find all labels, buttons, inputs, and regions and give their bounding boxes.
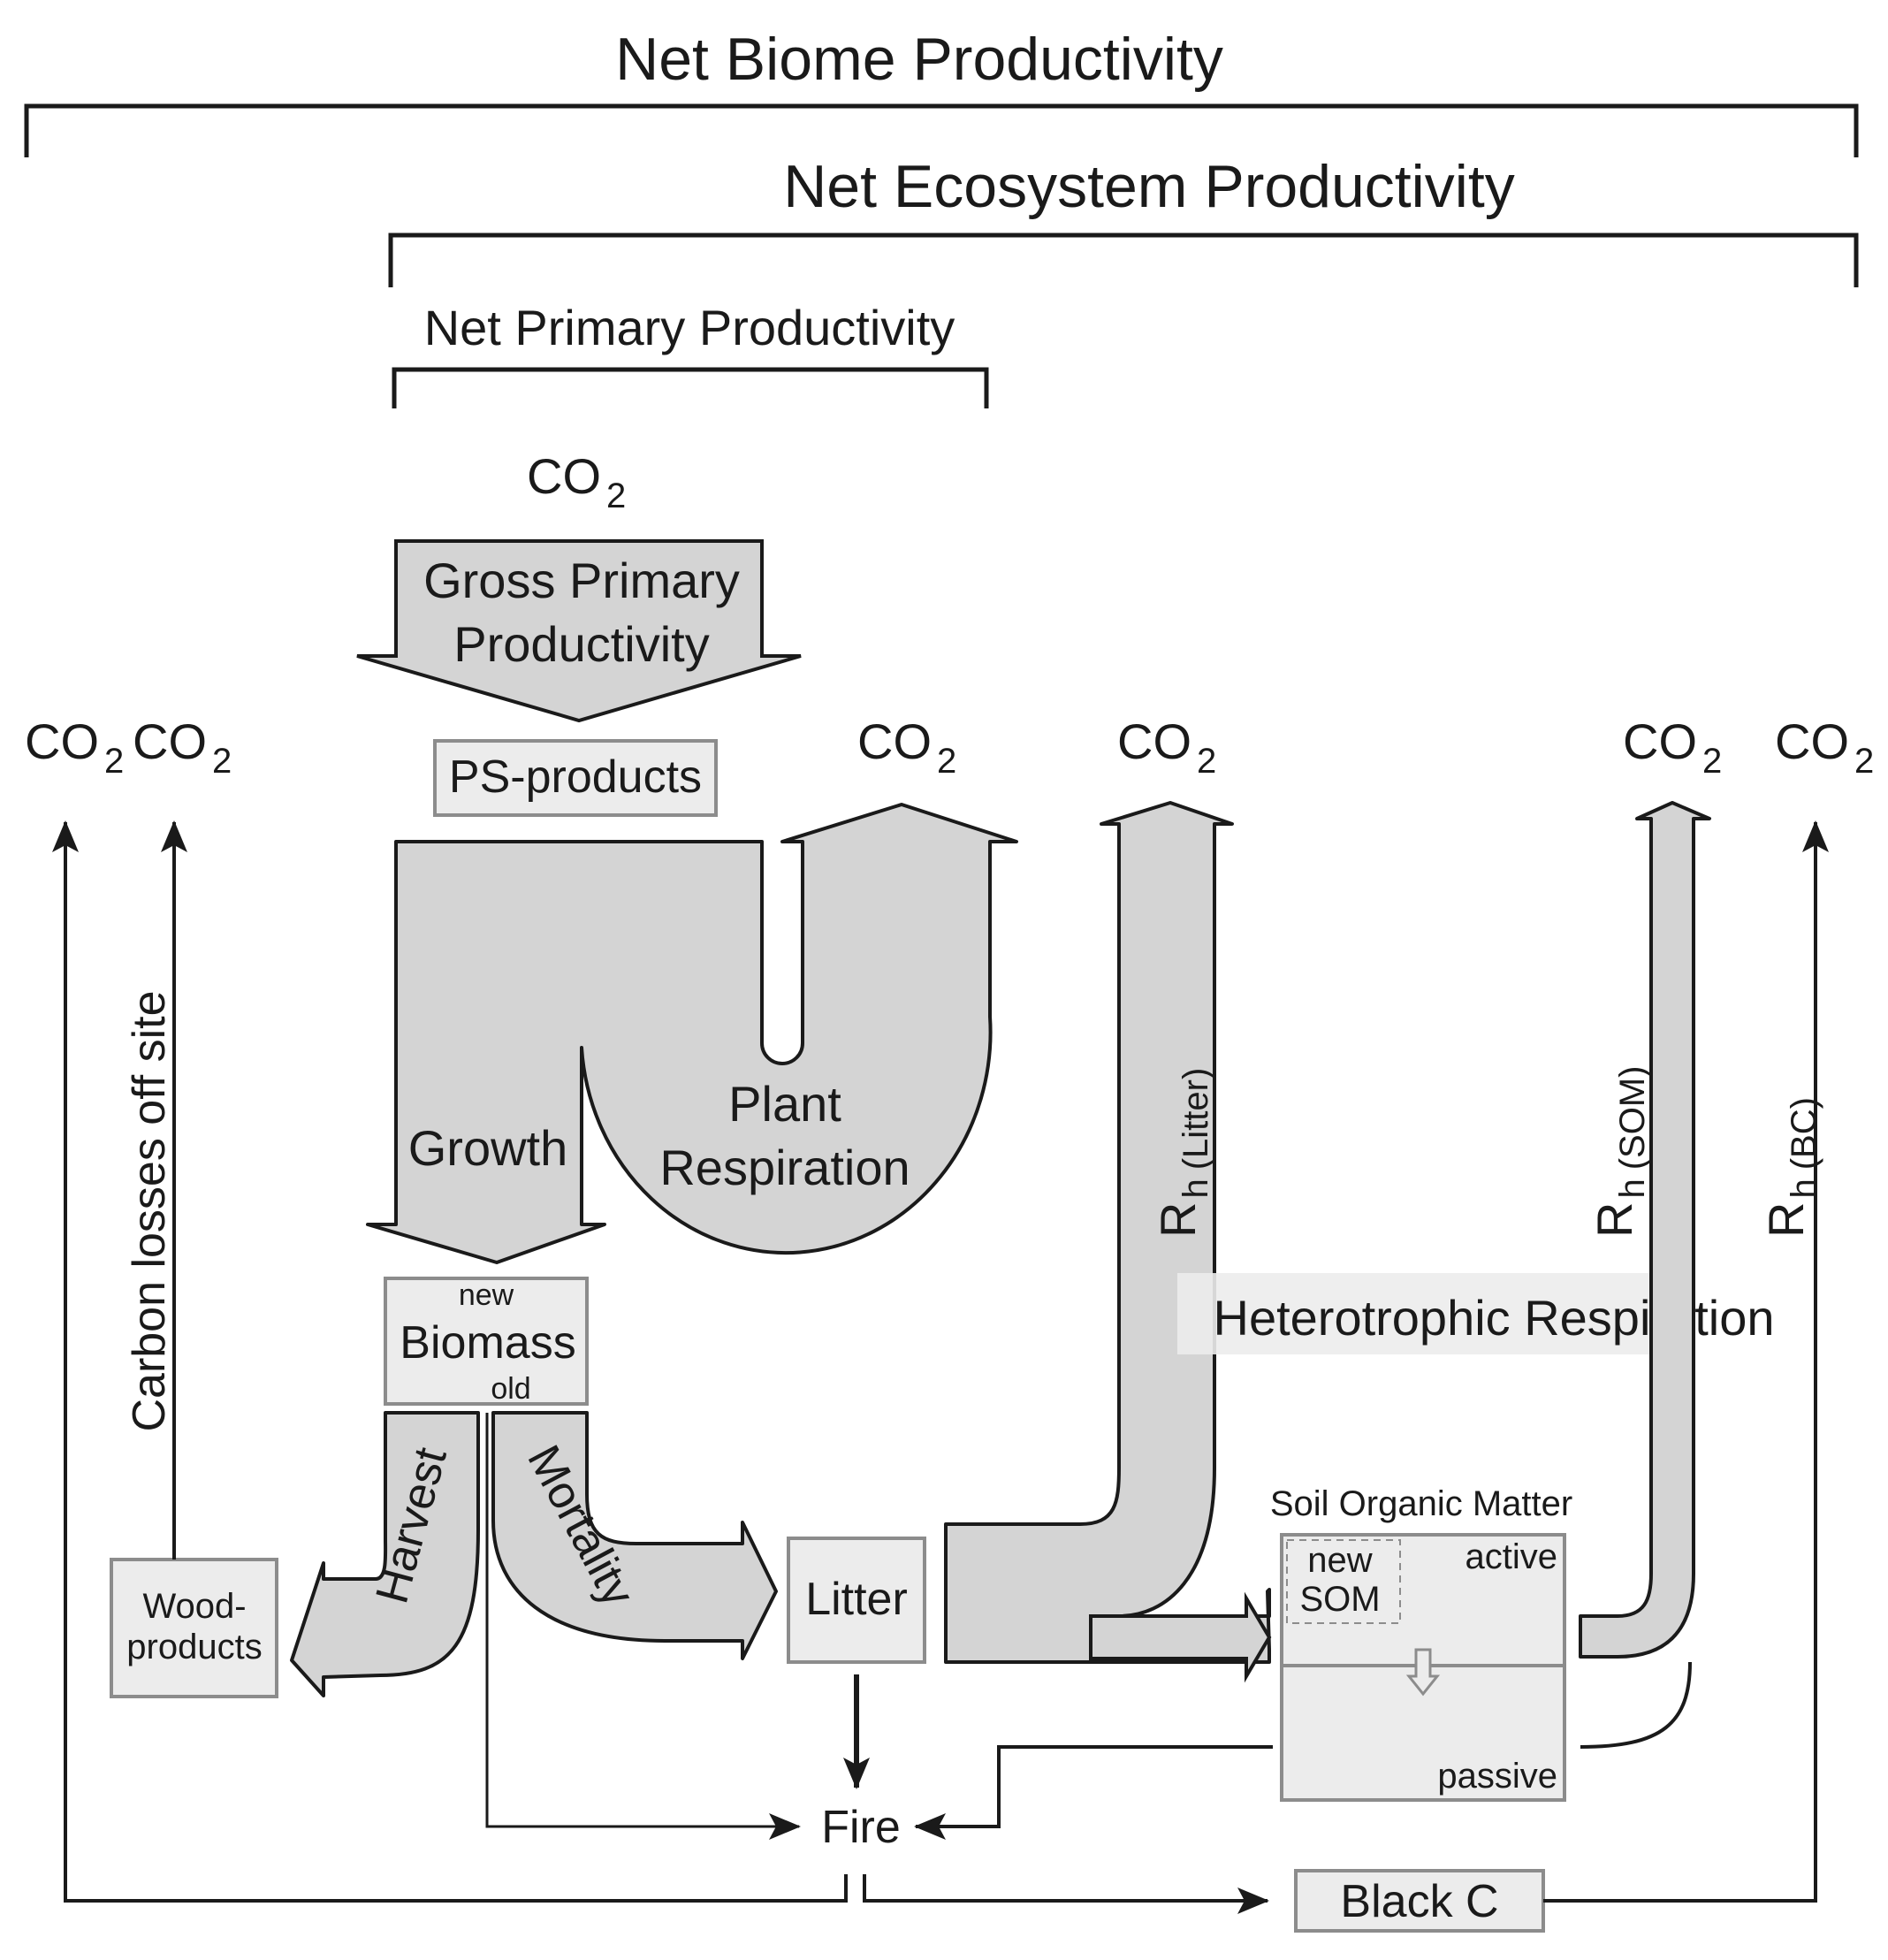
- black-c-respiration-line: [1543, 820, 1829, 1903]
- fire-to-black-c-arrow: [863, 1874, 1269, 1914]
- ps-products-label: PS-products: [449, 751, 702, 803]
- heterotrophic-label-bg: [1177, 1273, 1690, 1354]
- net-biome-productivity-label: Net Biome Productivity: [615, 26, 1223, 93]
- som-passive-label: passive: [1437, 1757, 1557, 1796]
- biomass-to-fire-line: [485, 1413, 801, 1840]
- new-som-line1: new: [1307, 1541, 1372, 1580]
- litter-box: Litter: [787, 1537, 926, 1664]
- rh-litter-flow: [944, 801, 1272, 1683]
- litter-label: Litter: [805, 1574, 908, 1625]
- biomass-label: Biomass: [400, 1317, 575, 1369]
- carbon-losses-label: Carbon losses off site: [124, 990, 175, 1431]
- black-c-label: Black C: [1340, 1876, 1498, 1927]
- fire-loss-line: [52, 820, 848, 1903]
- net-primary-productivity-label: Net Primary Productivity: [424, 300, 955, 355]
- biomass-box: new Biomass old: [384, 1277, 589, 1406]
- new-som-line2: SOM: [1299, 1580, 1380, 1619]
- wood-products-line1: Wood-: [142, 1587, 246, 1626]
- plant-respiration-line1: Plant: [728, 1076, 841, 1132]
- mortality-arrow: Mortality: [491, 1411, 778, 1660]
- biomass-new-label: new: [459, 1278, 514, 1312]
- som-title: Soil Organic Matter: [1270, 1484, 1572, 1523]
- growth-label: Growth: [408, 1120, 568, 1176]
- plant-respiration-line2: Respiration: [659, 1140, 910, 1195]
- net-ecosystem-productivity-bracket: Net Ecosystem Productivity: [388, 153, 1859, 287]
- fire-label: Fire: [821, 1802, 901, 1853]
- som-to-fire-arrow: [914, 1745, 1273, 1840]
- wood-products-box: Wood- products: [110, 1558, 278, 1698]
- net-ecosystem-productivity-label: Net Ecosystem Productivity: [783, 153, 1515, 220]
- carbon-losses-off-site: Carbon losses off site: [124, 820, 187, 1560]
- rh-som-label: Rh(SOM): [1587, 1066, 1652, 1238]
- black-c-box: Black C: [1294, 1869, 1545, 1933]
- net-biome-productivity-bracket: Net Biome Productivity: [24, 26, 1859, 157]
- gpp-label-line2: Productivity: [453, 616, 709, 672]
- wood-products-line2: products: [126, 1628, 262, 1666]
- rh-bc-label: Rh(BC): [1758, 1097, 1823, 1238]
- net-primary-productivity-bracket: Net Primary Productivity: [392, 300, 989, 408]
- rh-litter-label: Rh(Litter): [1150, 1068, 1215, 1238]
- ps-products-box: PS-products: [433, 739, 718, 817]
- growth-and-plant-respiration-flow: Growth Plant Respiration: [366, 803, 1018, 1264]
- biomass-old-label: old: [491, 1372, 530, 1406]
- gpp-label-line1: Gross Primary: [423, 553, 740, 608]
- soil-organic-matter-box: Soil Organic Matter new SOM active passi…: [1270, 1484, 1572, 1802]
- down-arrow-icon: [1405, 1648, 1441, 1697]
- rh-som-flow: [1579, 801, 1711, 1749]
- gross-primary-productivity-arrow: Gross Primary Productivity: [356, 539, 802, 723]
- som-active-label: active: [1465, 1537, 1558, 1576]
- harvest-arrow: Harvest: [290, 1411, 480, 1697]
